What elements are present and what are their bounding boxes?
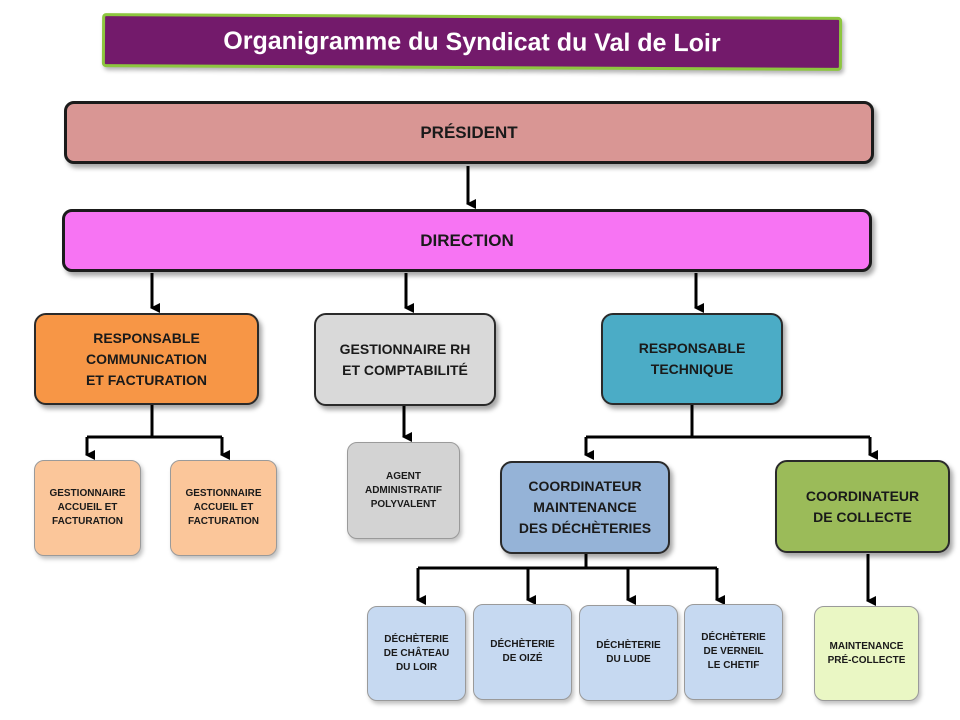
gestionnaire-accueil-box-2: GESTIONNAIRE ACCUEIL ET FACTURATION [170, 460, 277, 556]
maintenance-pre-collecte-box: MAINTENANCE PRÉ-COLLECTE [814, 606, 919, 701]
coordinateur-collecte-box: COORDINATEUR DE COLLECTE [775, 460, 950, 553]
connector-coord-decheteries [418, 554, 717, 570]
direction-box: DIRECTION [62, 209, 872, 272]
decheterie-lude-box: DÉCHÈTERIE DU LUDE [579, 605, 678, 701]
connector-tech-coord [586, 405, 870, 439]
decheterie-oize-box: DÉCHÈTERIE DE OIZÉ [473, 604, 572, 700]
decheterie-chateau-box: DÉCHÈTERIE DE CHÂTEAU DU LOIR [367, 606, 466, 701]
coordinateur-decheteries-box: COORDINATEUR MAINTENANCE DES DÉCHÈTERIES [500, 461, 670, 554]
gestionnaire-rh-box: GESTIONNAIRE RH ET COMPTABILITÉ [314, 313, 496, 406]
responsable-communication-box: RESPONSABLE COMMUNICATION ET FACTURATION [34, 313, 259, 405]
agent-administratif-box: AGENT ADMINISTRATIF POLYVALENT [347, 442, 460, 539]
responsable-technique-box: RESPONSABLE TECHNIQUE [601, 313, 783, 405]
president-box: PRÉSIDENT [64, 101, 874, 164]
decheterie-verneil-box: DÉCHÈTERIE DE VERNEIL LE CHETIF [684, 604, 783, 700]
connector-com-accueil [87, 405, 222, 439]
gestionnaire-accueil-box-1: GESTIONNAIRE ACCUEIL ET FACTURATION [34, 460, 141, 556]
